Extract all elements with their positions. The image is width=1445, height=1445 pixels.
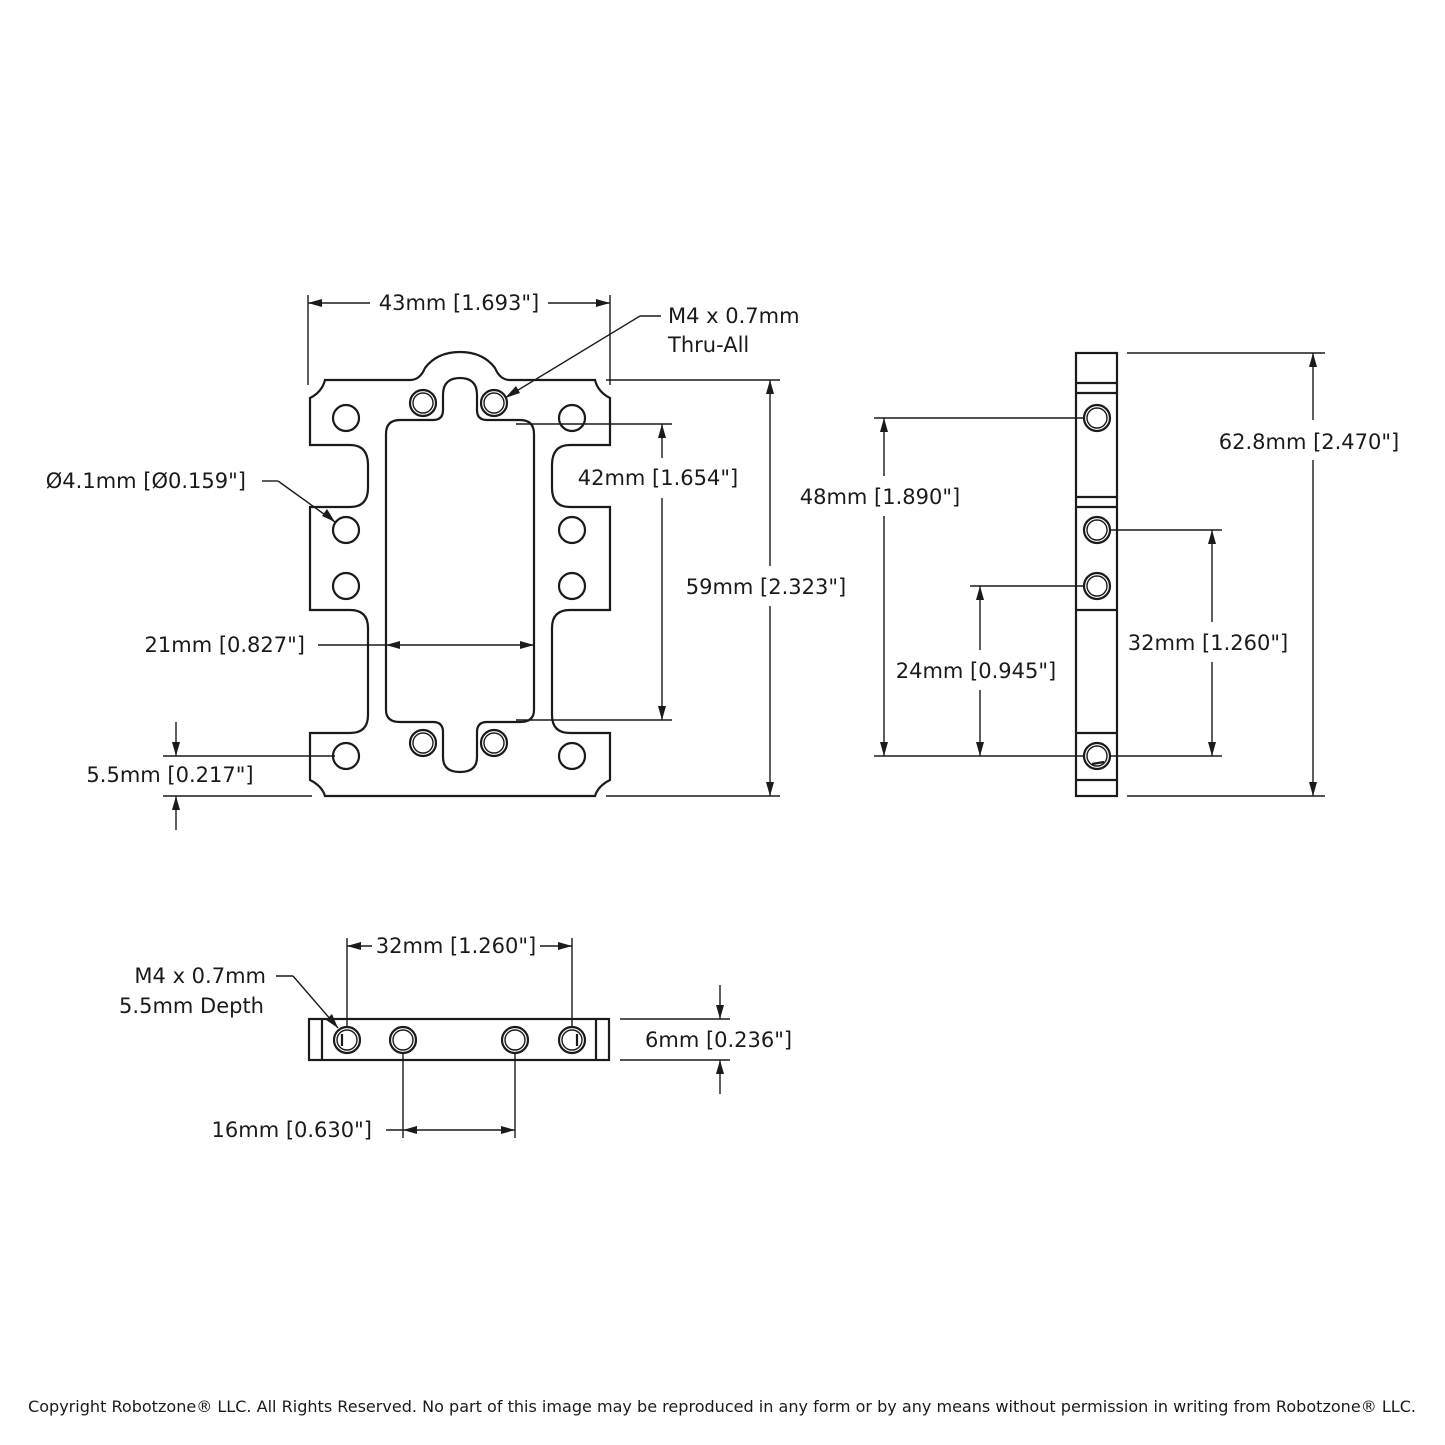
bottom-tap-callout: M4 x 0.7mm 5.5mm Depth [119,964,339,1029]
copyright-notice: Copyright Robotzone® LLC. All Rights Res… [28,1397,1416,1416]
tapped-hole [479,728,509,758]
bottom-thickness-dimension: 6mm [0.236"] [620,985,792,1094]
side-hole-span-dimension: 48mm [1.890"] [800,417,1084,757]
bottom-tap-callout-line1: M4 x 0.7mm [134,964,266,988]
side-upper-hole-label: 32mm [1.260"] [1128,631,1288,655]
side-view: 48mm [1.890"] 62.8mm [2.470"] 24mm [0.94… [800,351,1400,798]
front-holes [331,388,587,771]
hole [557,515,587,545]
hole [557,571,587,601]
edge-offset-dimension: 5.5mm [0.217"] [86,722,335,830]
side-overall-height-dimension: 62.8mm [2.470"] [1127,352,1400,797]
side-hole [1082,741,1112,771]
side-body [1074,351,1119,798]
side-lower-hole-label: 24mm [0.945"] [896,659,1056,683]
side-overall-height-label: 62.8mm [2.470"] [1219,430,1400,454]
bottom-hole-spacing-label: 32mm [1.260"] [376,934,536,958]
bottom-body [307,1017,611,1062]
tapped-hole [408,728,438,758]
overall-height-dimension: 59mm [2.323"] [606,379,846,797]
width-dimension: 43mm [1.693"] [307,291,611,385]
inner-height-label: 42mm [1.654"] [578,466,738,490]
tapped-hole-thread [483,732,505,754]
overall-height-label: 59mm [2.323"] [686,575,846,599]
side-hole [1082,515,1112,545]
hole [331,515,361,545]
hole [331,571,361,601]
width-dim-label: 43mm [1.693"] [379,291,539,315]
bottom-inner-spacing-label: 16mm [0.630"] [212,1118,372,1142]
side-hole [1082,571,1112,601]
tapped-hole [479,388,509,418]
bottom-hole [332,1025,362,1055]
tap-callout-line2: Thru-All [667,333,749,357]
hole [331,741,361,771]
tap-callout: M4 x 0.7mm Thru-All [504,304,800,399]
front-view: 43mm [1.693"] M4 x 0.7mm Thru-All Ø4.1mm… [46,291,846,830]
bottom-hole [500,1025,530,1055]
center-cutout [384,376,536,774]
bottom-hole-spacing-dimension: 32mm [1.260"] [346,934,573,1028]
bottom-tap-callout-line2: 5.5mm Depth [119,994,264,1018]
tapped-hole-thread [412,392,434,414]
hole-dia-label: Ø4.1mm [Ø0.159"] [46,469,246,493]
hole [331,403,361,433]
edge-offset-label: 5.5mm [0.217"] [86,763,253,787]
bottom-hole [388,1025,418,1055]
tapped-hole [408,388,438,418]
side-hole [1082,403,1112,433]
side-upper-hole-dimension: 32mm [1.260"] [1110,529,1288,757]
tapped-hole-thread [412,732,434,754]
plate-outline [308,350,612,798]
inner-height-dimension: 42mm [1.654"] [516,423,738,721]
bottom-view: 32mm [1.260"] M4 x 0.7mm 5.5mm Depth 6mm… [119,934,792,1142]
hole-diameter-callout: Ø4.1mm [Ø0.159"] [46,469,336,523]
side-hole-span-label: 48mm [1.890"] [800,485,960,509]
slot-width-dimension: 21mm [0.827"] [145,633,534,657]
bottom-thickness-label: 6mm [0.236"] [645,1028,792,1052]
slot-width-label: 21mm [0.827"] [145,633,305,657]
hole [557,403,587,433]
hole [557,741,587,771]
tap-callout-line1: M4 x 0.7mm [668,304,800,328]
bottom-hole [557,1025,587,1055]
bottom-inner-spacing-dimension: 16mm [0.630"] [212,1053,516,1142]
tapped-hole-thread [483,392,505,414]
side-lower-hole-dimension: 24mm [0.945"] [896,585,1084,756]
